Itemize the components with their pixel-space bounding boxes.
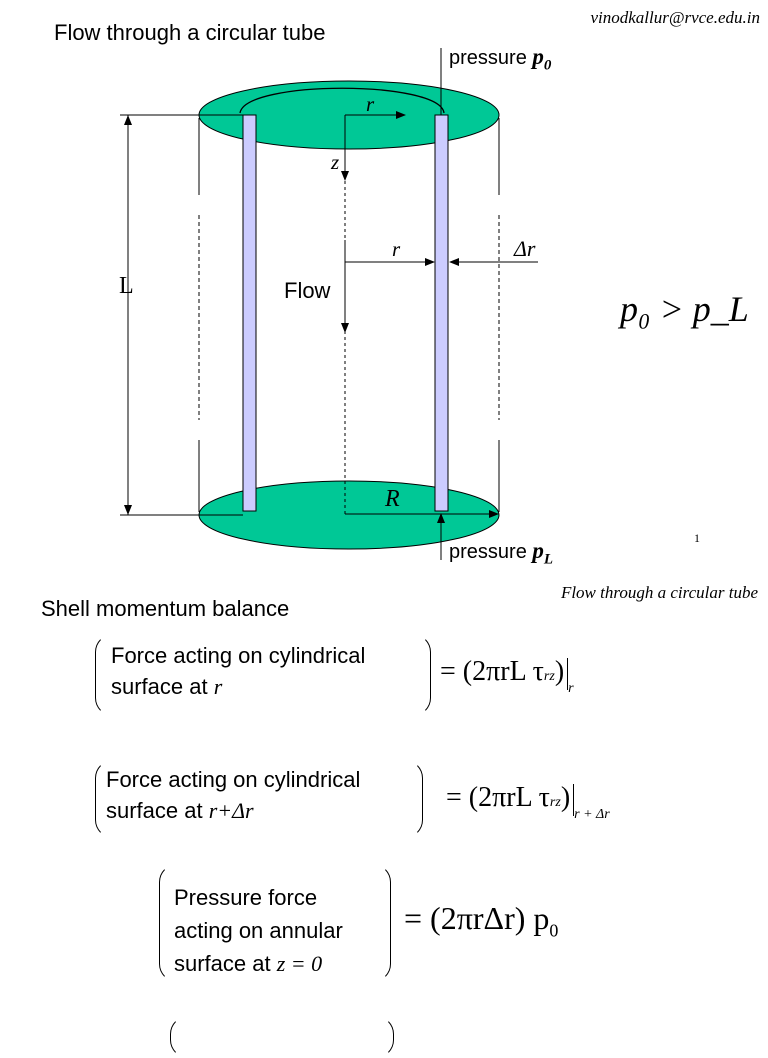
flow-label: Flow xyxy=(284,278,331,303)
R-label: R xyxy=(385,486,400,512)
box-force-at-r-dr xyxy=(95,760,423,838)
page-number: 1 xyxy=(694,531,700,545)
equation-1: = (2πrL τrz)r xyxy=(440,656,574,696)
z-label: z xyxy=(331,150,340,174)
tube-diagram xyxy=(120,48,538,560)
delta-r-label: Δr xyxy=(514,236,536,261)
pressure-bottom-label: pressure pL xyxy=(449,538,554,568)
pressure-inequality: p₀ > p_L xyxy=(620,289,749,329)
author-email: vinodkallur@rvce.edu.in xyxy=(590,8,760,27)
box3-text: Pressure force acting on annular surface… xyxy=(174,885,343,976)
box2-text: Force acting on cylindrical surface at r… xyxy=(106,767,361,823)
right-wall xyxy=(434,114,449,512)
section-heading: Shell momentum balance xyxy=(41,596,290,621)
box-next-partial xyxy=(170,1016,394,1058)
box-force-at-r xyxy=(95,634,431,716)
pressure-top-label: pressure p0 xyxy=(449,44,552,74)
slide-caption: Flow through a circular tube xyxy=(560,583,758,602)
page-title: Flow through a circular tube xyxy=(54,20,326,45)
left-wall xyxy=(242,114,257,512)
equation-3: = (2πrΔr) p0 xyxy=(404,900,559,941)
top-arc xyxy=(239,87,445,114)
box1-text: Force acting on cylindrical surface at r xyxy=(111,643,366,699)
L-label: L xyxy=(119,273,134,299)
r-top-label: r xyxy=(366,92,375,116)
equation-2: = (2πrL τrz)r + Δr xyxy=(446,782,610,822)
r-mid-label: r xyxy=(392,237,401,261)
box-pressure-force xyxy=(159,864,391,982)
